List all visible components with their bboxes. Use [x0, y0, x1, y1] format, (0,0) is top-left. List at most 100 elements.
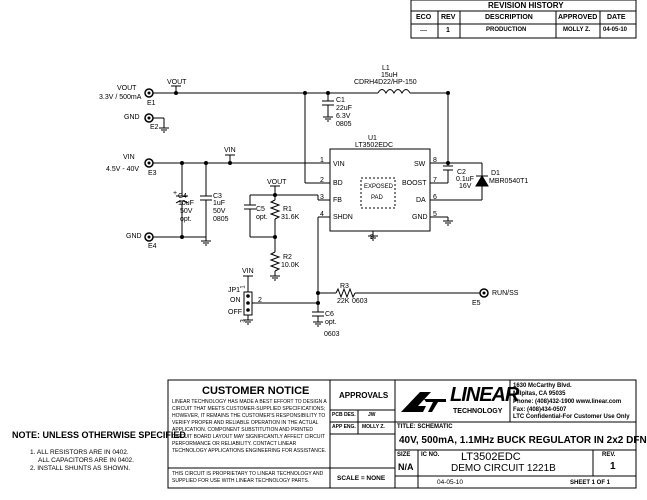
notice-line: TECHNOLOGY APPLICATIONS ENGINEERING FOR … [172, 448, 327, 454]
rev-cell-approved: MOLLY Z. [563, 27, 591, 33]
net-gnd1: GND [124, 114, 140, 121]
notice-line: CIRCUIT THAT MEETS CUSTOMER-SUPPLIED SPE… [172, 406, 326, 412]
address-line3: Phone: (408)432-1900 www.linear.com [513, 399, 622, 405]
u1-pin5-num: 5 [433, 211, 437, 218]
rev-header-rev: REV [441, 14, 456, 21]
note-2: 2. INSTALL SHUNTS AS SHOWN. [30, 465, 131, 472]
terminal-e4: E4 [148, 243, 157, 250]
u1-pin3-name: FB [333, 197, 342, 204]
c4-ref: C4 [178, 193, 187, 200]
u1-pin7-name: BOOST [402, 180, 427, 187]
r2-ref: R2 [283, 254, 292, 261]
net-vout-spec: 3.3V / 500mA [99, 94, 142, 101]
r1-ref: R1 [283, 206, 292, 213]
r1-value: 31.6K [281, 214, 300, 221]
notice-line: VERIFY PROPER AND RELIABLE OPERATION IN … [172, 420, 319, 426]
rev-label: REV. [602, 452, 616, 458]
r2-value: 10.0K [281, 262, 300, 269]
c1-voltage: 6.3V [336, 113, 351, 120]
jp1-ref: JP1 [228, 287, 241, 294]
c3-voltage: 50V [213, 208, 226, 215]
terminal-e1: E1 [147, 100, 156, 107]
l1-value: 15uH [381, 72, 398, 79]
notice-line: APPLICATION. COMPONENT SUBSTITUTION AND … [172, 427, 313, 433]
logo-subtext: TECHNOLOGY [453, 408, 503, 415]
c4-polarity: + [173, 190, 178, 197]
rev-value: 1 [610, 461, 616, 472]
net-vin-jp: VIN [242, 268, 254, 275]
u1-pin4-num: 4 [320, 211, 324, 218]
rev-cell-description: PRODUCTION [486, 27, 527, 33]
jp1-jumper [243, 291, 253, 316]
rev-header-date: DATE [607, 14, 626, 21]
c2-value: 0.1uF [456, 176, 474, 183]
net-vin-label: VIN [123, 154, 135, 161]
c5-opt: opt. [256, 214, 268, 221]
address-line1: 1630 McCarthy Blvd. [513, 383, 572, 389]
rev-header-approved: APPROVED [558, 14, 598, 21]
c5-ref: C5 [256, 206, 265, 213]
note-1b: ALL CAPACITORS ARE IN 0402. [38, 457, 134, 464]
customer-notice-title: CUSTOMER NOTICE [202, 385, 310, 397]
net-vin-mid: VIN [224, 147, 236, 154]
u1-pin1-name: VIN [333, 161, 345, 168]
rev-header-description: DESCRIPTION [485, 14, 533, 21]
revision-title: REVISION HISTORY [488, 1, 564, 10]
c3-value: 1uF [213, 200, 226, 207]
d1-part: MBR0540T1 [489, 178, 529, 185]
u1-pin1-num: 1 [320, 157, 324, 164]
u1-pin3-num: 3 [320, 194, 324, 201]
net-run-ss: RUN/SS [492, 290, 519, 297]
c6-ref: C6 [325, 311, 334, 318]
u1-ref: U1 [368, 135, 377, 142]
size-value: N/A [398, 462, 414, 472]
r3-size: 0603 [352, 298, 368, 305]
c2-ref: C2 [457, 169, 466, 176]
address-line5: LTC Confidential-For Customer Use Only [513, 414, 630, 420]
net-vout-top: VOUT [167, 79, 187, 86]
u1-pin2-num: 2 [320, 177, 324, 184]
notice-line: LINEAR TECHNOLOGY HAS MADE A BEST EFFORT… [172, 399, 327, 405]
jp1-pin2: 2 [258, 297, 262, 304]
c4-voltage: 50V [180, 208, 193, 215]
u1-pin5-name: GND [412, 214, 428, 221]
net-gnd2: GND [126, 233, 142, 240]
c2-voltage: 16V [459, 183, 472, 190]
notice-line: HOWEVER, IT REMAINS THE CUSTOMER'S RESPO… [172, 413, 326, 419]
title-label: TITLE: SCHEMATIC [397, 424, 453, 430]
c6-size: 0603 [324, 331, 340, 338]
u1-pin4-name: SHDN [333, 214, 353, 221]
proprietary-line2: SUPPLIED FOR USE WITH LINEAR TECHNOLOGY … [172, 478, 310, 484]
l1-part: CDRH4D22/HP-150 [354, 79, 417, 86]
note-1: 1. ALL RESISTORS ARE IN 0402. [30, 449, 129, 456]
jp1-on: ON [230, 297, 241, 304]
rev-cell-eco: — [420, 27, 427, 34]
jp1-off: OFF [228, 309, 242, 316]
logo-text: LINEAR [450, 384, 519, 406]
demo-circuit: DEMO CIRCUIT 1221B [451, 463, 556, 474]
linear-logo-icon [401, 392, 446, 412]
ic-no-value: LT3502EDC [461, 451, 521, 463]
c1-value: 22uF [336, 105, 352, 112]
app-eng-value: MOLLY Z. [362, 424, 385, 430]
net-vin-spec: 4.5V - 40V [106, 166, 140, 173]
proprietary-line1: THIS CIRCUIT IS PROPRIETARY TO LINEAR TE… [172, 471, 324, 477]
c6-opt: opt. [325, 319, 337, 326]
u1-pin8-name: SW [414, 161, 426, 168]
pcb-des-label: PCB DES. [332, 412, 356, 418]
r3-ref: R3 [340, 283, 349, 290]
size-label: SIZE [397, 452, 411, 458]
u1-pad-line2: PAD [371, 195, 383, 201]
jp1-pin3: 3 [240, 319, 247, 323]
rev-cell-date: 04-05-10 [603, 27, 628, 33]
pcb-des-value: JW [368, 412, 376, 418]
terminals [144, 88, 489, 298]
rev-cell-rev: 1 [446, 27, 450, 34]
net-vout-mid: VOUT [267, 179, 287, 186]
address-line2: Milpitas, CA 95035 [513, 391, 566, 397]
c4-opt: opt. [180, 216, 192, 223]
c1-ref: C1 [336, 97, 345, 104]
jp1-pin1: 1 [240, 285, 247, 289]
c3-ref: C3 [213, 193, 222, 200]
